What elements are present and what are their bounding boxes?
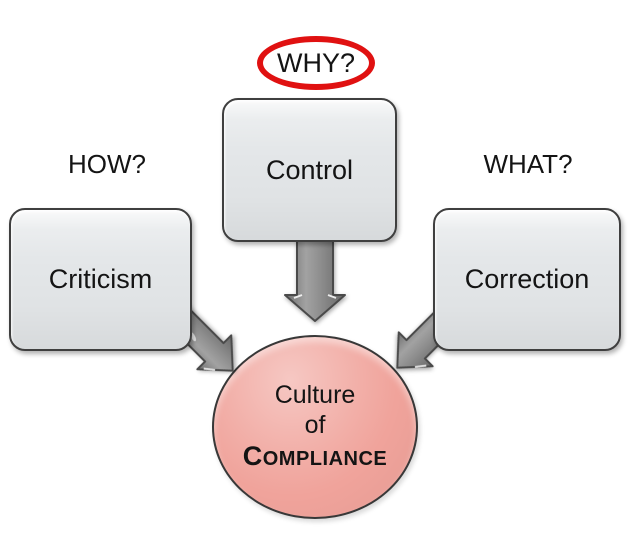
why-label: WHY? [276,48,355,78]
correction-box-label: Correction [464,264,590,294]
what-label: WHAT? [483,149,573,179]
arrow-control-to-circle-icon [284,239,346,322]
red-oval-annotation: WHY? [257,36,375,90]
how-label: HOW? [68,149,146,179]
circle-text-line2: of [304,410,326,439]
control-box: Control [222,98,397,242]
criticism-box-label: Criticism [48,264,153,294]
correction-box: Correction [433,208,621,351]
culture-of-compliance-circle: Culture of COMPLIANCE [212,335,418,519]
criticism-box: Criticism [9,208,192,351]
circle-text-line3: COMPLIANCE [242,440,388,471]
control-box-label: Control [265,154,354,185]
circle-text-line1: Culture [274,380,356,409]
